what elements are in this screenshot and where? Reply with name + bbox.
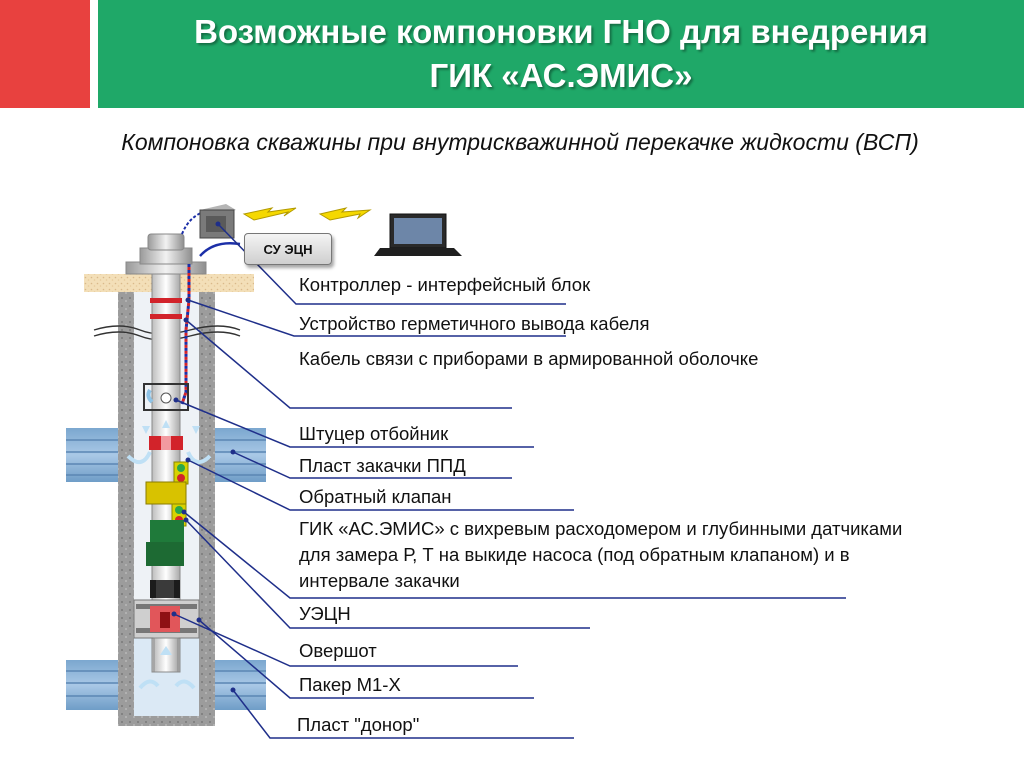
casing-wall-right (199, 292, 215, 720)
injection-layer-strata (66, 428, 266, 482)
communication-cable (180, 264, 191, 405)
lightning-bolt-icon (242, 207, 297, 221)
label-gik: ГИК «АС.ЭМИС» с вихревым расходомером и … (299, 518, 903, 591)
controller-box (199, 204, 236, 239)
injection-flow-curve (126, 451, 152, 464)
page-subtitle: Компоновка скважины при внутрискважинной… (121, 129, 919, 155)
flow-arrow (146, 388, 154, 404)
cable-outlet-ring (150, 298, 182, 303)
wellhead-cap (147, 233, 185, 251)
injection-flow-curve (186, 451, 212, 464)
gik-module-upper (150, 520, 184, 542)
well-bottom (118, 716, 215, 726)
flow-arrow (160, 646, 172, 655)
label-esp: УЭЦН (299, 603, 351, 624)
label-overshot: Овершот (299, 640, 377, 661)
gik-module-lower (146, 542, 184, 566)
label-cable: Кабель связи с приборами в армированной … (299, 348, 759, 369)
injection-sub-band (161, 436, 171, 450)
sensor-dot-green (175, 506, 183, 514)
donor-flow-curve (174, 679, 196, 690)
overshot-core (160, 612, 170, 628)
choke-deflector (143, 383, 189, 411)
cable-outlet-ring (150, 314, 182, 319)
controller-cable (199, 242, 241, 257)
injection-flow-arrows (142, 420, 200, 434)
esp-control-station: СУ ЭЦН (244, 233, 332, 265)
label-donor-layer: Пласт "донор" (297, 714, 420, 735)
label-check-valve: Обратный клапан (299, 486, 452, 507)
header-bar: Возможные компоновки ГНО для внедрения Г… (98, 0, 1024, 108)
lightning-bolt-icon (318, 207, 372, 221)
esp-band (156, 580, 174, 598)
donor-flow-curve (138, 679, 160, 690)
leader-lines (173, 223, 846, 739)
label-controller: Контроллер - интерфейсный блок (299, 274, 591, 295)
choke-port (160, 392, 172, 404)
check-valve (145, 481, 187, 505)
label-packer: Пакер М1-Х (299, 674, 401, 695)
leader-dots (171, 221, 236, 693)
donor-layer-strata (66, 660, 266, 710)
label-choke: Штуцер отбойник (299, 423, 449, 444)
laptop-icon (374, 213, 462, 256)
casing-wall-left (118, 292, 134, 720)
sensor-dot-green (177, 464, 185, 472)
red-accent-block (0, 0, 90, 108)
sensor-dot-red (177, 474, 185, 482)
label-cable-outlet: Устройство герметичного вывода кабеля (299, 313, 650, 334)
page-title: Возможные компоновки ГНО для внедрения Г… (194, 13, 928, 94)
label-injection-layer: Пласт закачки ППД (299, 455, 466, 476)
